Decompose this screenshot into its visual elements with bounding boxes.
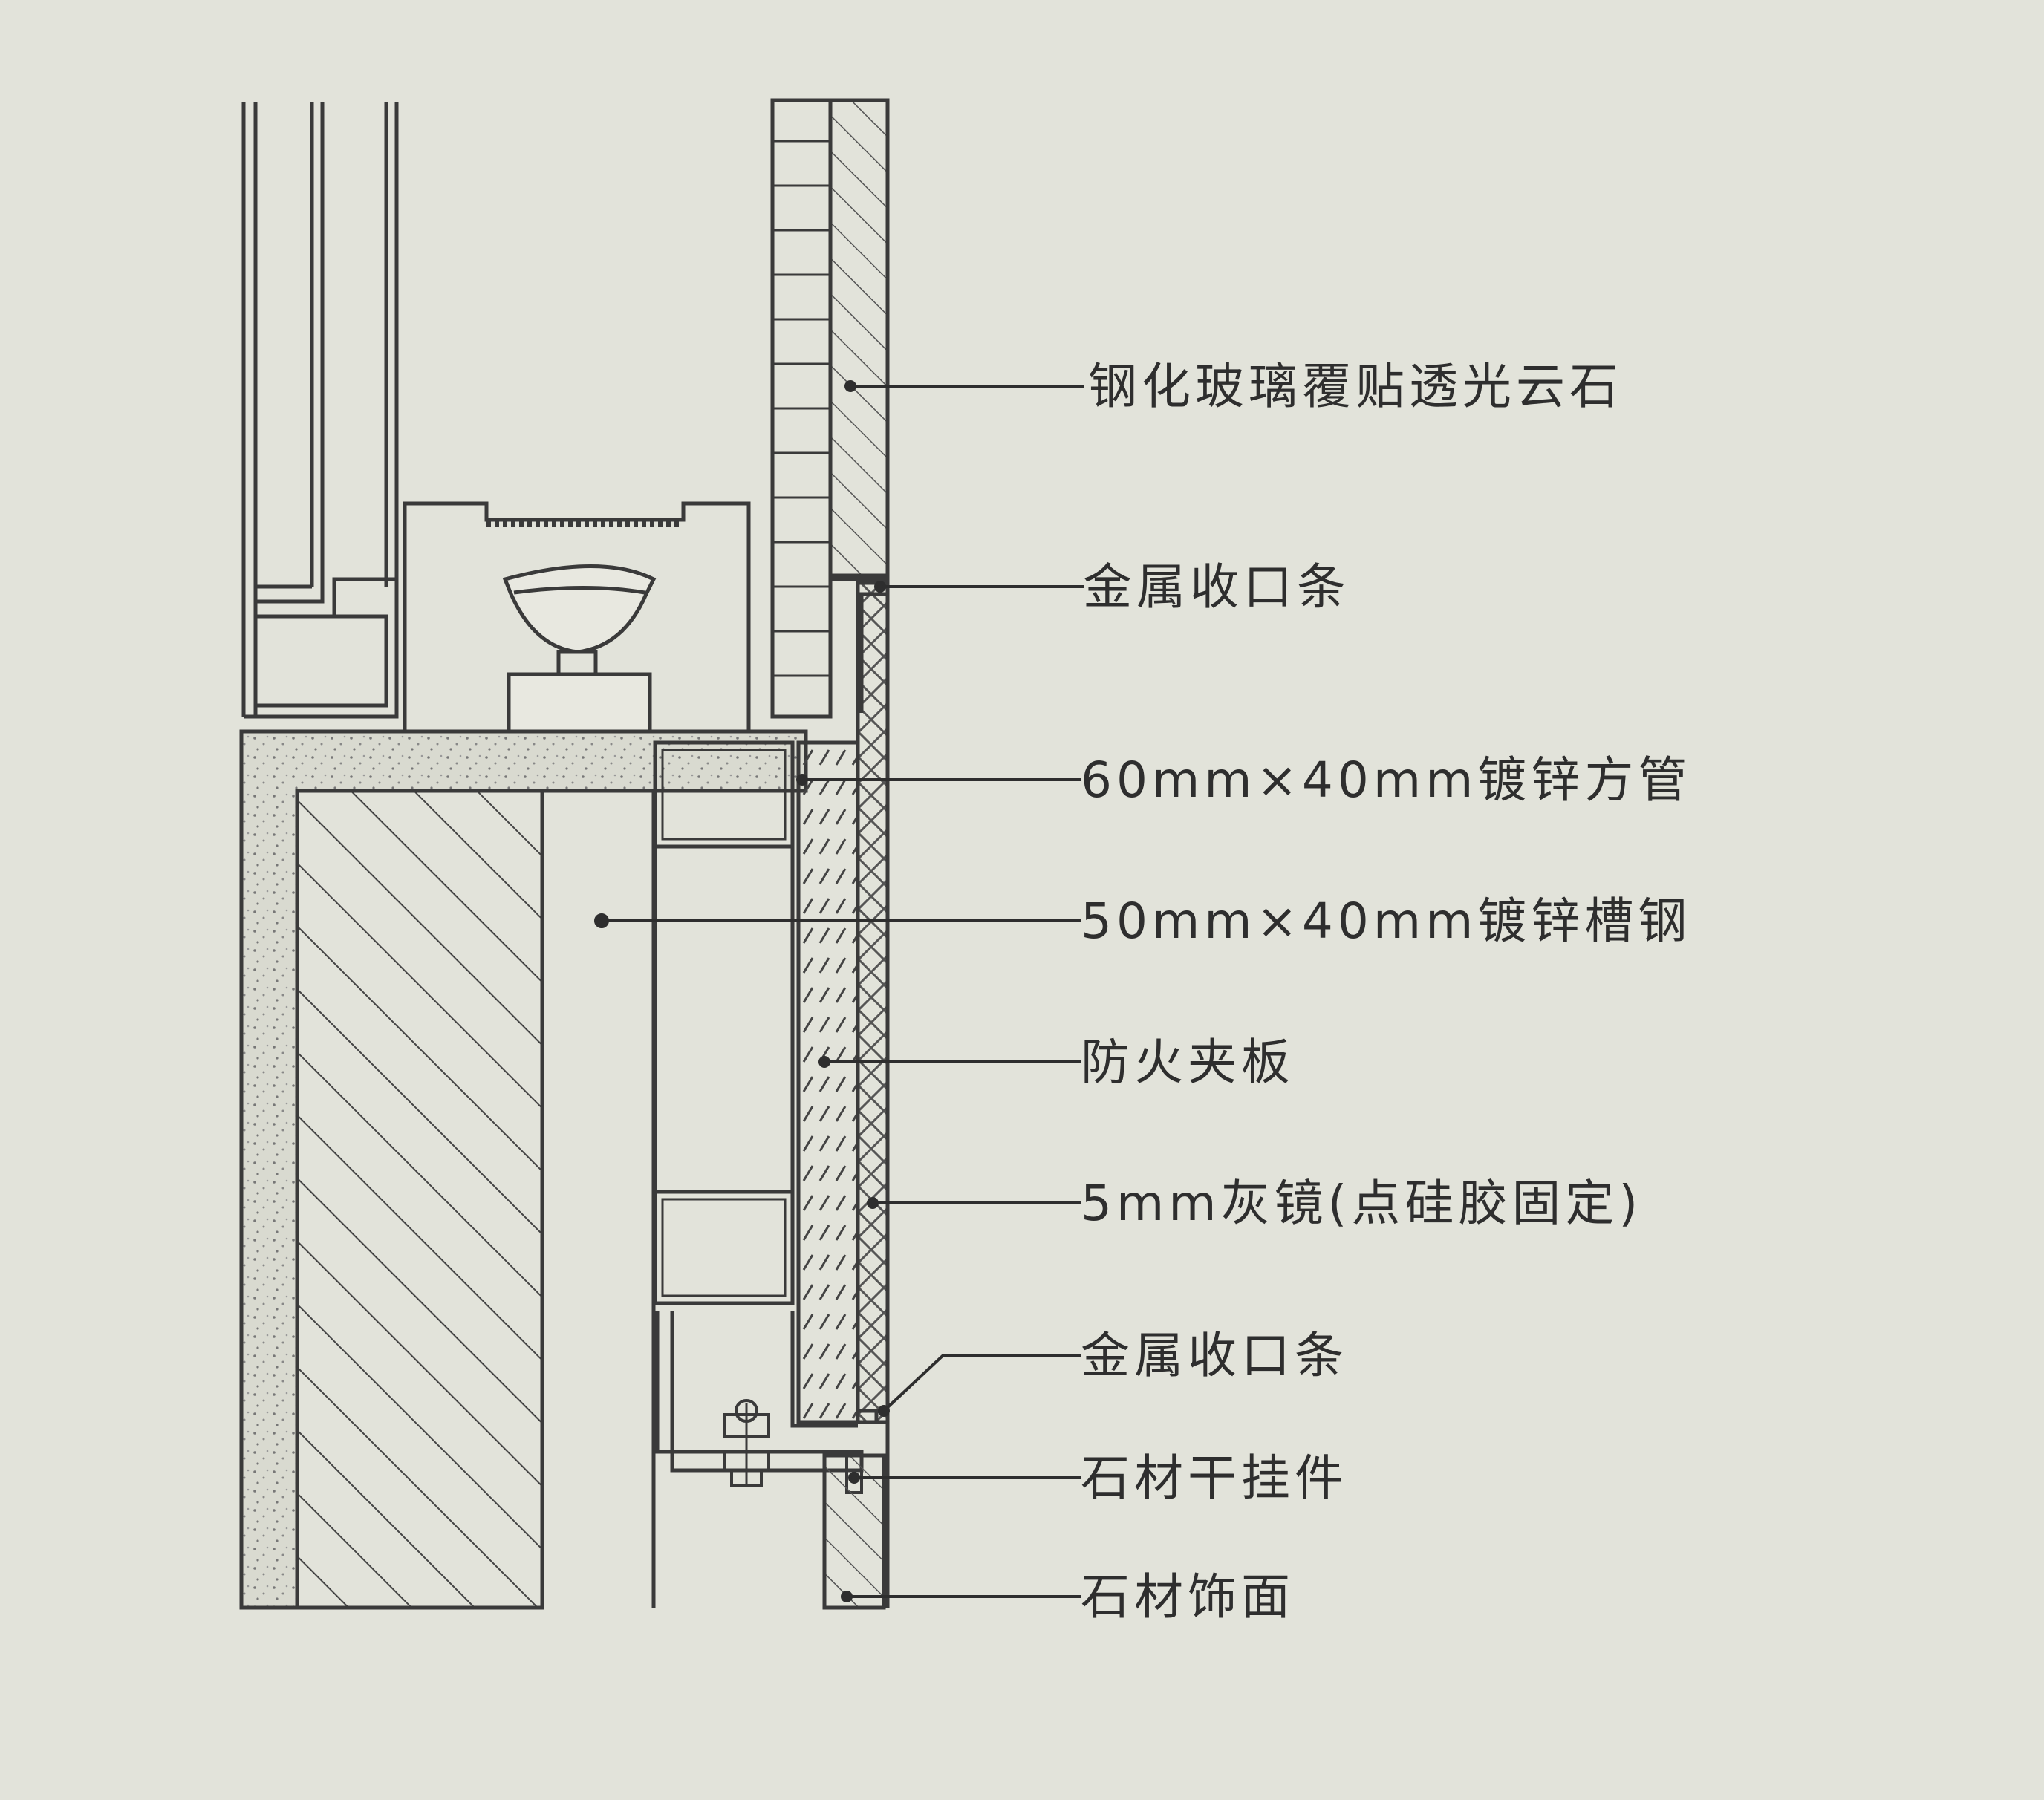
label-grey-mirror: 5mm灰镜(点硅胶固定) (1081, 1175, 1643, 1232)
lamp-trough (403, 501, 751, 734)
square-steel-tubes (653, 740, 795, 1305)
label-metal-trim-top: 金属收口条 (1083, 558, 1350, 616)
grey-mirror-layer (856, 581, 890, 1424)
label-fire-board: 防火夹板 (1081, 1034, 1295, 1091)
metal-trim-bottom-shape (858, 1409, 888, 1424)
label-square-tube: 60mm×40mm镀锌方管 (1081, 751, 1692, 809)
fire-board-layer (796, 740, 860, 1424)
label-stone-finish: 石材饰面 (1081, 1568, 1295, 1625)
label-tempered-glass-onyx: 钢化玻璃覆贴透光云石 (1088, 358, 1623, 415)
label-channel-steel: 50mm×40mm镀锌槽钢 (1081, 893, 1692, 950)
window-frame (241, 102, 399, 719)
leader-lines (594, 380, 1084, 1602)
label-metal-trim-bottom: 金属收口条 (1081, 1327, 1348, 1384)
brick-wall (295, 789, 544, 1610)
label-stone-hanger: 石材干挂件 (1081, 1450, 1348, 1507)
metal-trim-top-shape (830, 573, 890, 713)
upper-onyx-panel (770, 98, 890, 719)
